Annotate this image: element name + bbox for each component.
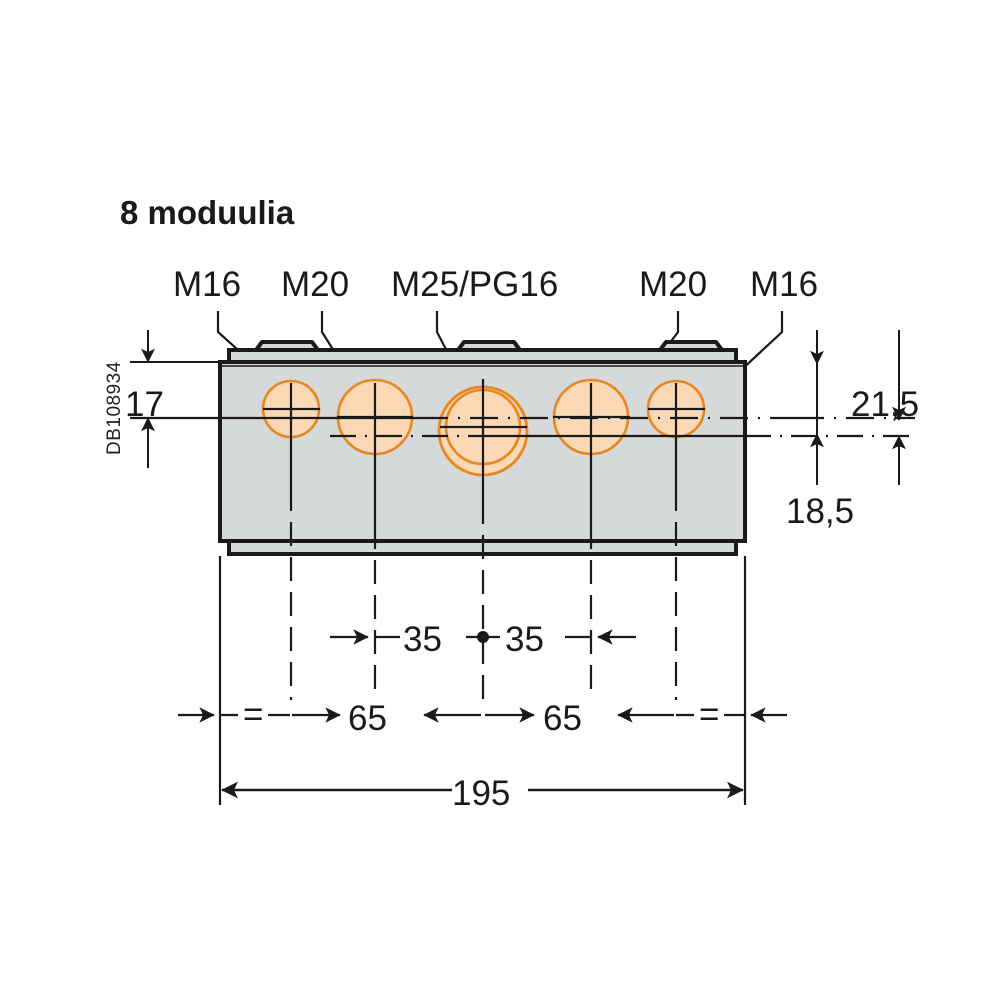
part-label-m25-pg16: M25/PG16 [391, 265, 558, 304]
dimension-row-65: = 65 65 = [178, 695, 787, 738]
reference-code: DB108934 [104, 361, 125, 455]
dimension-label-18-5: 18,5 [786, 492, 854, 531]
dimension-17: 17 [125, 330, 255, 468]
hole-crosshair-group [263, 407, 705, 429]
dimension-row-35: 35 35 [330, 620, 636, 659]
dimension-21-5: 21,5 18,5 [786, 330, 919, 531]
dimension-label-65-left: 65 [348, 699, 387, 738]
bottom-extension-lines [218, 556, 747, 805]
dimension-label-195: 195 [452, 774, 510, 813]
part-label-m16-left: M16 [173, 265, 241, 304]
page-title: 8 moduulia [120, 194, 295, 231]
dimension-label-17: 17 [125, 385, 164, 424]
dimension-label-65-right: 65 [543, 699, 582, 738]
part-label-m20-left: M20 [281, 265, 349, 304]
dimension-label-21-5: 21,5 [851, 385, 919, 424]
part-label-group: M16 M20 M25/PG16 M20 M16 [173, 265, 818, 304]
dimension-label-equal-right: = [699, 695, 719, 734]
dimension-label-35-left: 35 [403, 620, 442, 659]
part-label-m16-right: M16 [750, 265, 818, 304]
dimension-label-35-right: 35 [505, 620, 544, 659]
dimension-row-195: 195 [221, 774, 744, 813]
vertical-centerline-group [289, 379, 678, 700]
dimension-label-equal-left: = [243, 695, 263, 734]
part-label-m20-right: M20 [639, 265, 707, 304]
center-dot-marker [477, 631, 489, 643]
